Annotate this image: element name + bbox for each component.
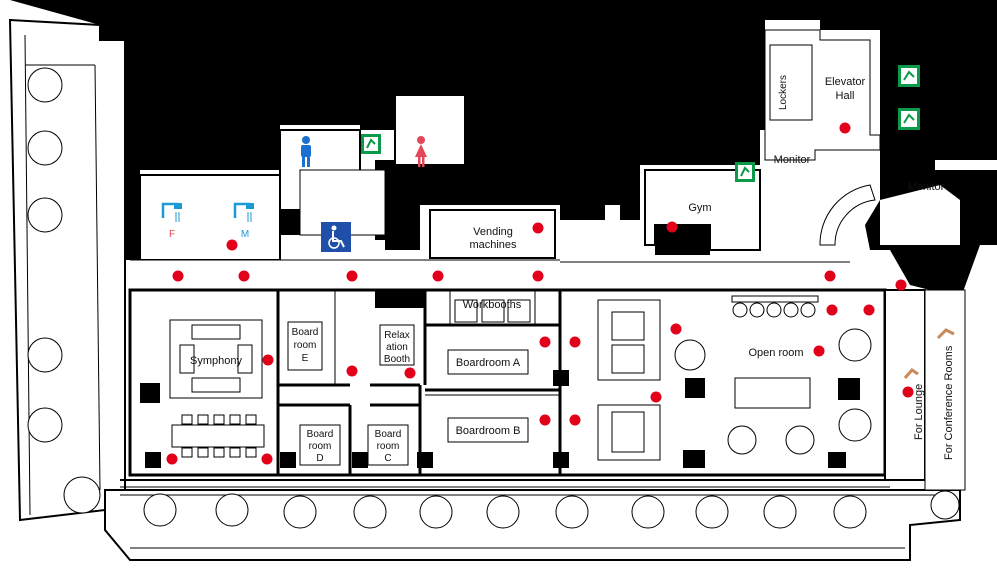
tree-left-2 bbox=[27, 130, 63, 166]
room-cutouts bbox=[139, 29, 960, 261]
open-room-furniture bbox=[597, 295, 872, 468]
emergency-exit-icon bbox=[735, 162, 755, 182]
marker[interactable] bbox=[569, 336, 581, 348]
label-boardroom-d-2: room bbox=[309, 441, 332, 452]
marker[interactable] bbox=[826, 304, 838, 316]
marker[interactable] bbox=[172, 270, 184, 282]
shower-icon bbox=[233, 202, 254, 222]
label-relax-3: Booth bbox=[384, 354, 410, 365]
marker[interactable] bbox=[839, 122, 851, 134]
label-relax-2: ation bbox=[386, 342, 408, 353]
tree-left-5 bbox=[27, 407, 63, 443]
label-monitor-top: Monitor bbox=[774, 154, 811, 166]
label-boardroom-e-2: room bbox=[294, 340, 317, 351]
wheelchair-icon bbox=[321, 222, 351, 252]
label-vending-1: Vending bbox=[473, 226, 513, 238]
label-for-lounge: For Lounge bbox=[913, 384, 925, 440]
garden-strip bbox=[8, 18, 126, 522]
label-boardroom-b: Boardroom B bbox=[456, 425, 521, 437]
emergency-exit-icon bbox=[898, 65, 920, 87]
label-boardroom-e-3: E bbox=[302, 353, 309, 364]
direction-arrow-icon bbox=[936, 328, 955, 340]
symphony-furniture bbox=[140, 319, 265, 468]
marker[interactable] bbox=[404, 367, 416, 379]
label-shower-m: M bbox=[241, 229, 249, 240]
marker[interactable] bbox=[226, 239, 238, 251]
label-vending-2: machines bbox=[469, 239, 517, 251]
shower-icon bbox=[161, 202, 182, 222]
label-elevator-hall-2: Hall bbox=[836, 90, 855, 102]
marker[interactable] bbox=[532, 270, 544, 282]
female-restroom-icon bbox=[415, 136, 427, 167]
marker[interactable] bbox=[432, 270, 444, 282]
label-monitor-right: Monitor bbox=[908, 181, 945, 193]
marker[interactable] bbox=[650, 391, 662, 403]
marker[interactable] bbox=[238, 270, 250, 282]
label-boardroom-d-1: Board bbox=[307, 429, 334, 440]
label-boardroom-d-3: D bbox=[316, 453, 323, 464]
emergency-exit-icon bbox=[361, 134, 381, 154]
tree-left-6 bbox=[63, 476, 101, 514]
label-boardroom-a: Boardroom A bbox=[456, 357, 521, 369]
label-open-room: Open room bbox=[748, 347, 803, 359]
tree-left-4 bbox=[27, 337, 63, 373]
marker[interactable] bbox=[895, 279, 907, 291]
boardroom-furniture bbox=[280, 299, 569, 468]
label-boardroom-c-2: room bbox=[377, 441, 400, 452]
label-symphony: Symphony bbox=[190, 355, 242, 367]
marker[interactable] bbox=[346, 365, 358, 377]
label-lockers: Lockers bbox=[778, 75, 789, 110]
marker[interactable] bbox=[166, 453, 178, 465]
marker[interactable] bbox=[863, 304, 875, 316]
marker[interactable] bbox=[902, 386, 914, 398]
marker[interactable] bbox=[262, 354, 274, 366]
label-boardroom-e-1: Board bbox=[292, 327, 319, 338]
label-gym: Gym bbox=[688, 202, 711, 214]
label-workbooths: Workbooths bbox=[463, 299, 522, 311]
room-labels: Elevator Hall Lockers Monitor Monitor Gy… bbox=[169, 75, 955, 464]
marker[interactable] bbox=[569, 414, 581, 426]
label-boardroom-c-1: Board bbox=[375, 429, 402, 440]
direction-arrow-icon bbox=[903, 368, 919, 379]
marker[interactable] bbox=[539, 336, 551, 348]
label-boardroom-c-3: C bbox=[384, 453, 391, 464]
marker[interactable] bbox=[813, 345, 825, 357]
label-for-conference-rooms: For Conference Rooms bbox=[943, 345, 955, 460]
marker[interactable] bbox=[261, 453, 273, 465]
marker[interactable] bbox=[670, 323, 682, 335]
tree-left-3 bbox=[27, 197, 63, 233]
marker[interactable] bbox=[666, 221, 678, 233]
male-restroom-icon bbox=[301, 136, 311, 167]
marker[interactable] bbox=[824, 270, 836, 282]
garden-bottom bbox=[104, 489, 961, 561]
corridor bbox=[130, 260, 890, 290]
emergency-exit-icon bbox=[898, 108, 920, 130]
location-markers[interactable] bbox=[166, 122, 914, 465]
label-elevator-hall-1: Elevator bbox=[825, 76, 866, 88]
label-relax-1: Relax bbox=[384, 330, 410, 341]
label-shower-f: F bbox=[169, 229, 175, 240]
tree-left-1 bbox=[27, 67, 63, 103]
marker[interactable] bbox=[532, 222, 544, 234]
marker[interactable] bbox=[346, 270, 358, 282]
marker[interactable] bbox=[539, 414, 551, 426]
east-corridor bbox=[819, 184, 966, 491]
